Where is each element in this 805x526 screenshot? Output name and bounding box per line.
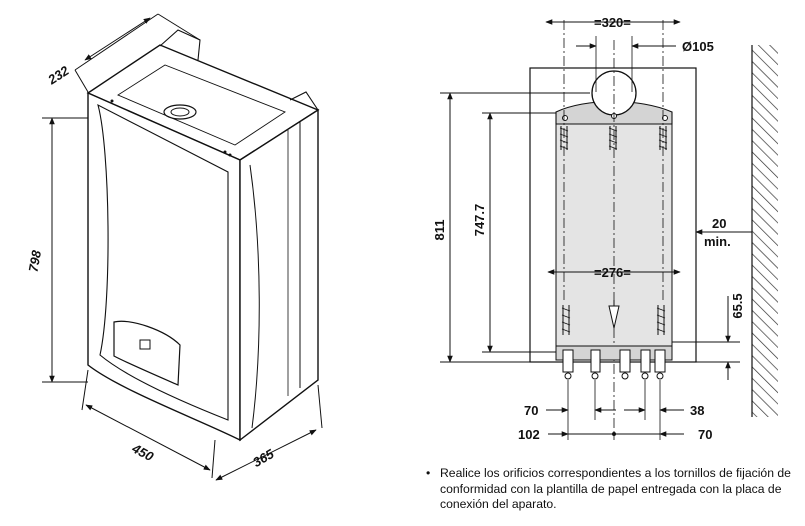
dim-width-label: 450 bbox=[129, 440, 157, 464]
dim-height-label: 798 bbox=[26, 248, 45, 273]
dim-depth-bottom-label: 365 bbox=[250, 446, 277, 470]
dim-conn-left-1-label: 70 bbox=[524, 403, 538, 418]
right-dimension-lines bbox=[440, 19, 752, 440]
template-outline bbox=[529, 20, 697, 440]
note-bullet: • bbox=[426, 466, 431, 480]
dim-conn-left-2-label: 102 bbox=[518, 427, 540, 442]
dim-bracket-spacing-label: =276= bbox=[594, 265, 631, 280]
dim-connection-height-label: 65.5 bbox=[730, 293, 745, 318]
dim-depth-top-label: 232 bbox=[44, 63, 72, 88]
dim-wall-clearance-value: 20 bbox=[712, 216, 726, 231]
installation-note: • Realice los orificios correspondientes… bbox=[426, 466, 801, 513]
dim-total-height-label: 811 bbox=[432, 220, 447, 241]
wall-hatch bbox=[751, 45, 778, 417]
dim-wall-clearance-unit: min. bbox=[704, 234, 731, 249]
dim-conn-right-1-label: 38 bbox=[690, 403, 704, 418]
boiler-isometric-view bbox=[86, 29, 320, 442]
dim-flue-diameter-label: Ø105 bbox=[682, 39, 714, 54]
left-dimension-lines bbox=[42, 13, 323, 481]
dim-top-spacing-label: =320= bbox=[594, 15, 631, 30]
note-text: Realice los orificios correspondientes a… bbox=[440, 466, 791, 511]
dim-mount-height-label: 747.7 bbox=[472, 204, 487, 237]
dim-conn-right-2-label: 70 bbox=[698, 427, 712, 442]
